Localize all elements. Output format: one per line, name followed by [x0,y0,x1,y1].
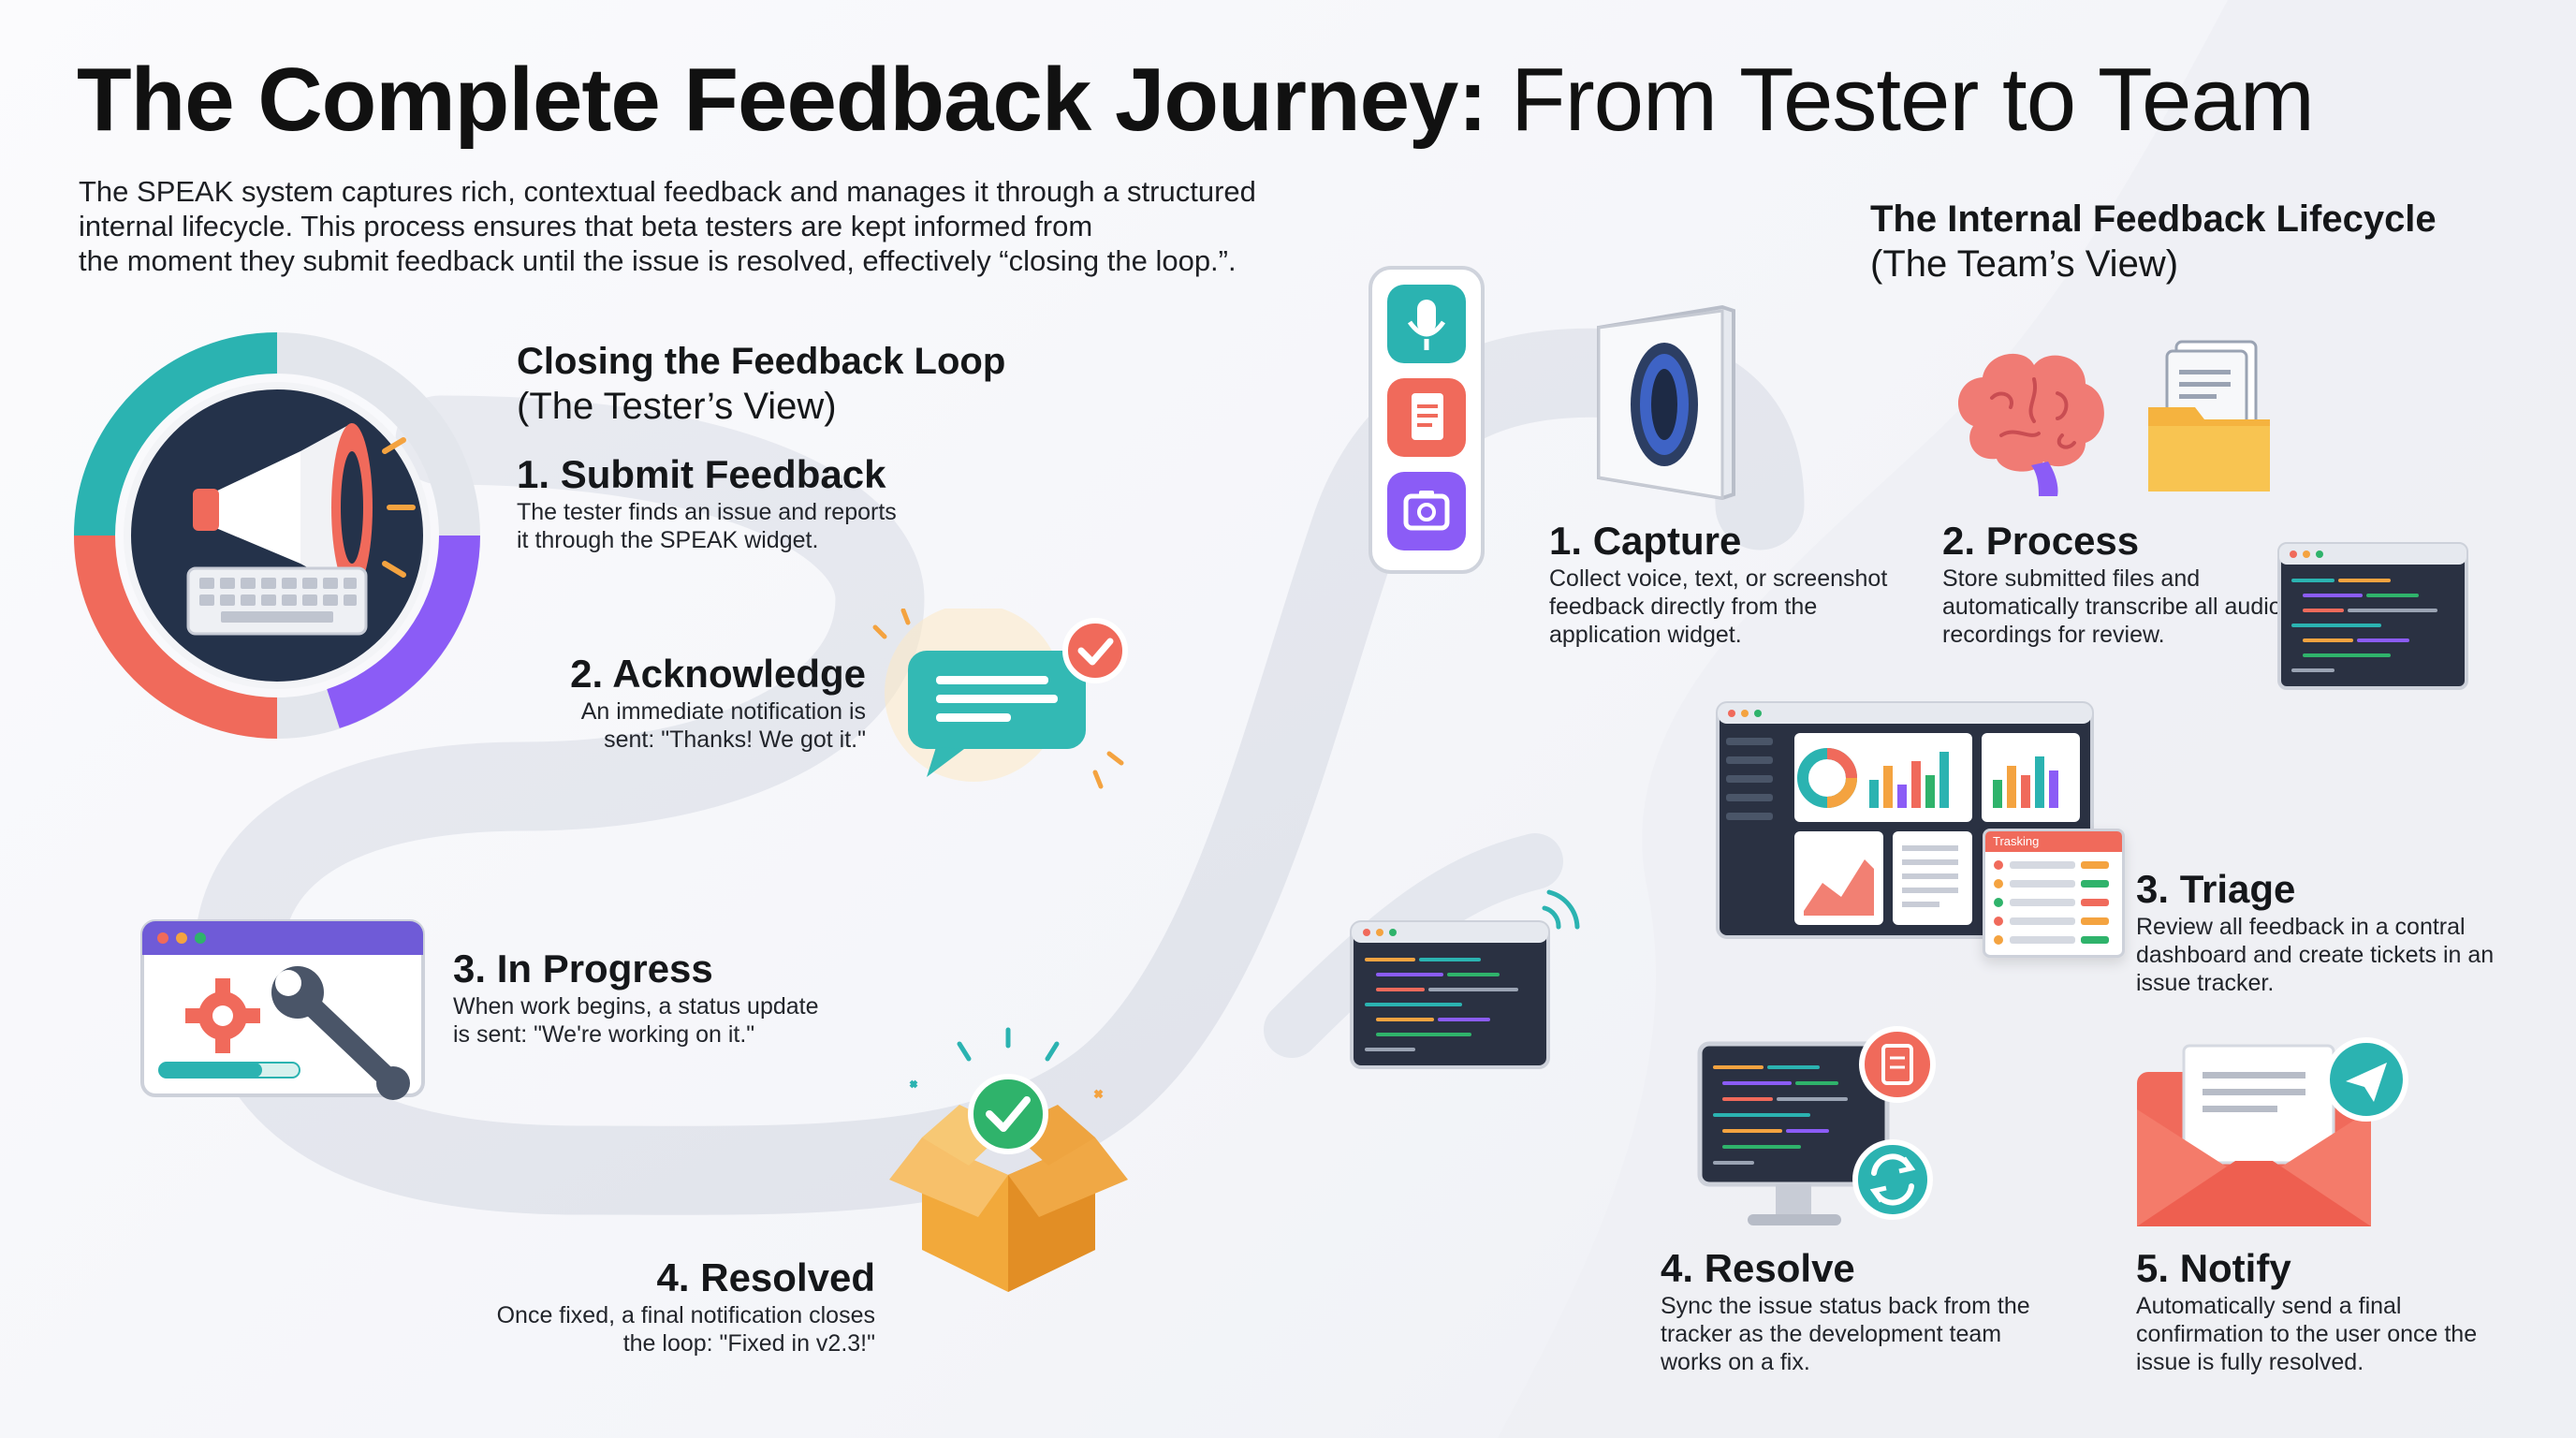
microphone-icon [1387,285,1466,363]
feedback-widget [1368,266,1485,574]
gear-icon [185,978,260,1053]
step-description: Sync the issue status back from the trac… [1661,1293,2030,1375]
tester-step-resolved: 4. Resolved Once fixed, a final notifica… [487,1255,875,1357]
tester-step-acknowledge: 2. Acknowledge An immediate notification… [524,651,866,754]
step-description: Store submitted files and automatically … [1942,565,2282,648]
intro-line: internal lifecycle. This process ensures… [79,210,1093,242]
brain-icon [1957,353,2104,496]
megaphone-ring [74,332,480,739]
camera-icon [1387,472,1466,550]
step-title: 3. Triage [2136,867,2296,911]
issue-tracker-panel: Trasking [1983,829,2125,958]
step-title: 4. Resolve [1661,1246,1855,1290]
intro-line: the moment they submit feedback until th… [79,244,1237,277]
tester-step-submit: 1. Submit Feedback The tester finds an i… [517,451,910,554]
intro-paragraph: The SPEAK system captures rich, contextu… [79,174,1389,278]
document-icon [1387,378,1466,457]
settings-window-icon [140,919,425,1100]
team-step-capture: 1. Capture Collect voice, text, or scree… [1549,518,1905,649]
step-title: 2. Process [1942,519,2140,563]
step-description: An immediate notification is sent: "Than… [580,698,866,753]
tracker-rows [1994,860,2109,945]
team-step-process: 2. Process Store submitted files and aut… [1942,518,2298,649]
intro-line: The SPEAK system captures rich, contextu… [79,175,1256,208]
step-description: Automatically send a final confirmation … [2136,1293,2478,1375]
step-description: Review all feedback in a contral dashboa… [2136,914,2495,996]
code-window-icon [2277,542,2468,690]
capture-device-icon [1597,304,1735,501]
chat-bubble-icon [872,609,1128,789]
sync-icon [1852,1139,1933,1220]
checkmark-icon [968,1074,1048,1154]
checkmark-icon [1062,618,1128,683]
step-description: The tester finds an issue and reports it… [517,499,897,553]
step-title: 3. In Progress [453,946,713,990]
step-title: 5. Notify [2136,1246,2291,1290]
step-title: 1. Submit Feedback [517,452,886,496]
tracker-label: Trasking [1985,831,2122,852]
step-title: 2. Acknowledge [570,652,866,696]
code-window-icon [1350,889,1580,1069]
step-description: Once fixed, a final notification closes … [496,1302,875,1357]
step-title: 1. Capture [1549,519,1742,563]
document-icon [1859,1026,1936,1103]
keyboard-icon [186,566,368,636]
step-description: Collect voice, text, or screenshot feedb… [1549,565,1888,648]
send-icon [2324,1037,2408,1122]
wrench-icon [271,966,410,1100]
team-section-heading: The Internal Feedback Lifecycle(The Team… [1870,198,2437,285]
tester-step-in-progress: 3. In Progress When work begins, a statu… [453,946,827,1049]
open-box-icon [889,1027,1128,1292]
team-step-notify: 5. Notify Automatically send a final con… [2136,1245,2529,1376]
tester-section-heading: Closing the Feedback Loop(The Tester’s V… [517,341,1006,427]
page-title: The Complete Feedback Journey: From Test… [77,50,2315,150]
step-title: 4. Resolved [656,1255,875,1299]
monitor-icon [1697,1026,1936,1225]
step-description: When work begins, a status update is sen… [453,993,819,1048]
envelope-icon [2137,1037,2408,1226]
megaphone-icon [193,423,416,592]
team-step-resolve: 4. Resolve Sync the issue status back fr… [1661,1245,2054,1376]
folder-icon [2148,340,2270,492]
team-step-triage: 3. Triage Review all feedback in a contr… [2136,866,2529,997]
